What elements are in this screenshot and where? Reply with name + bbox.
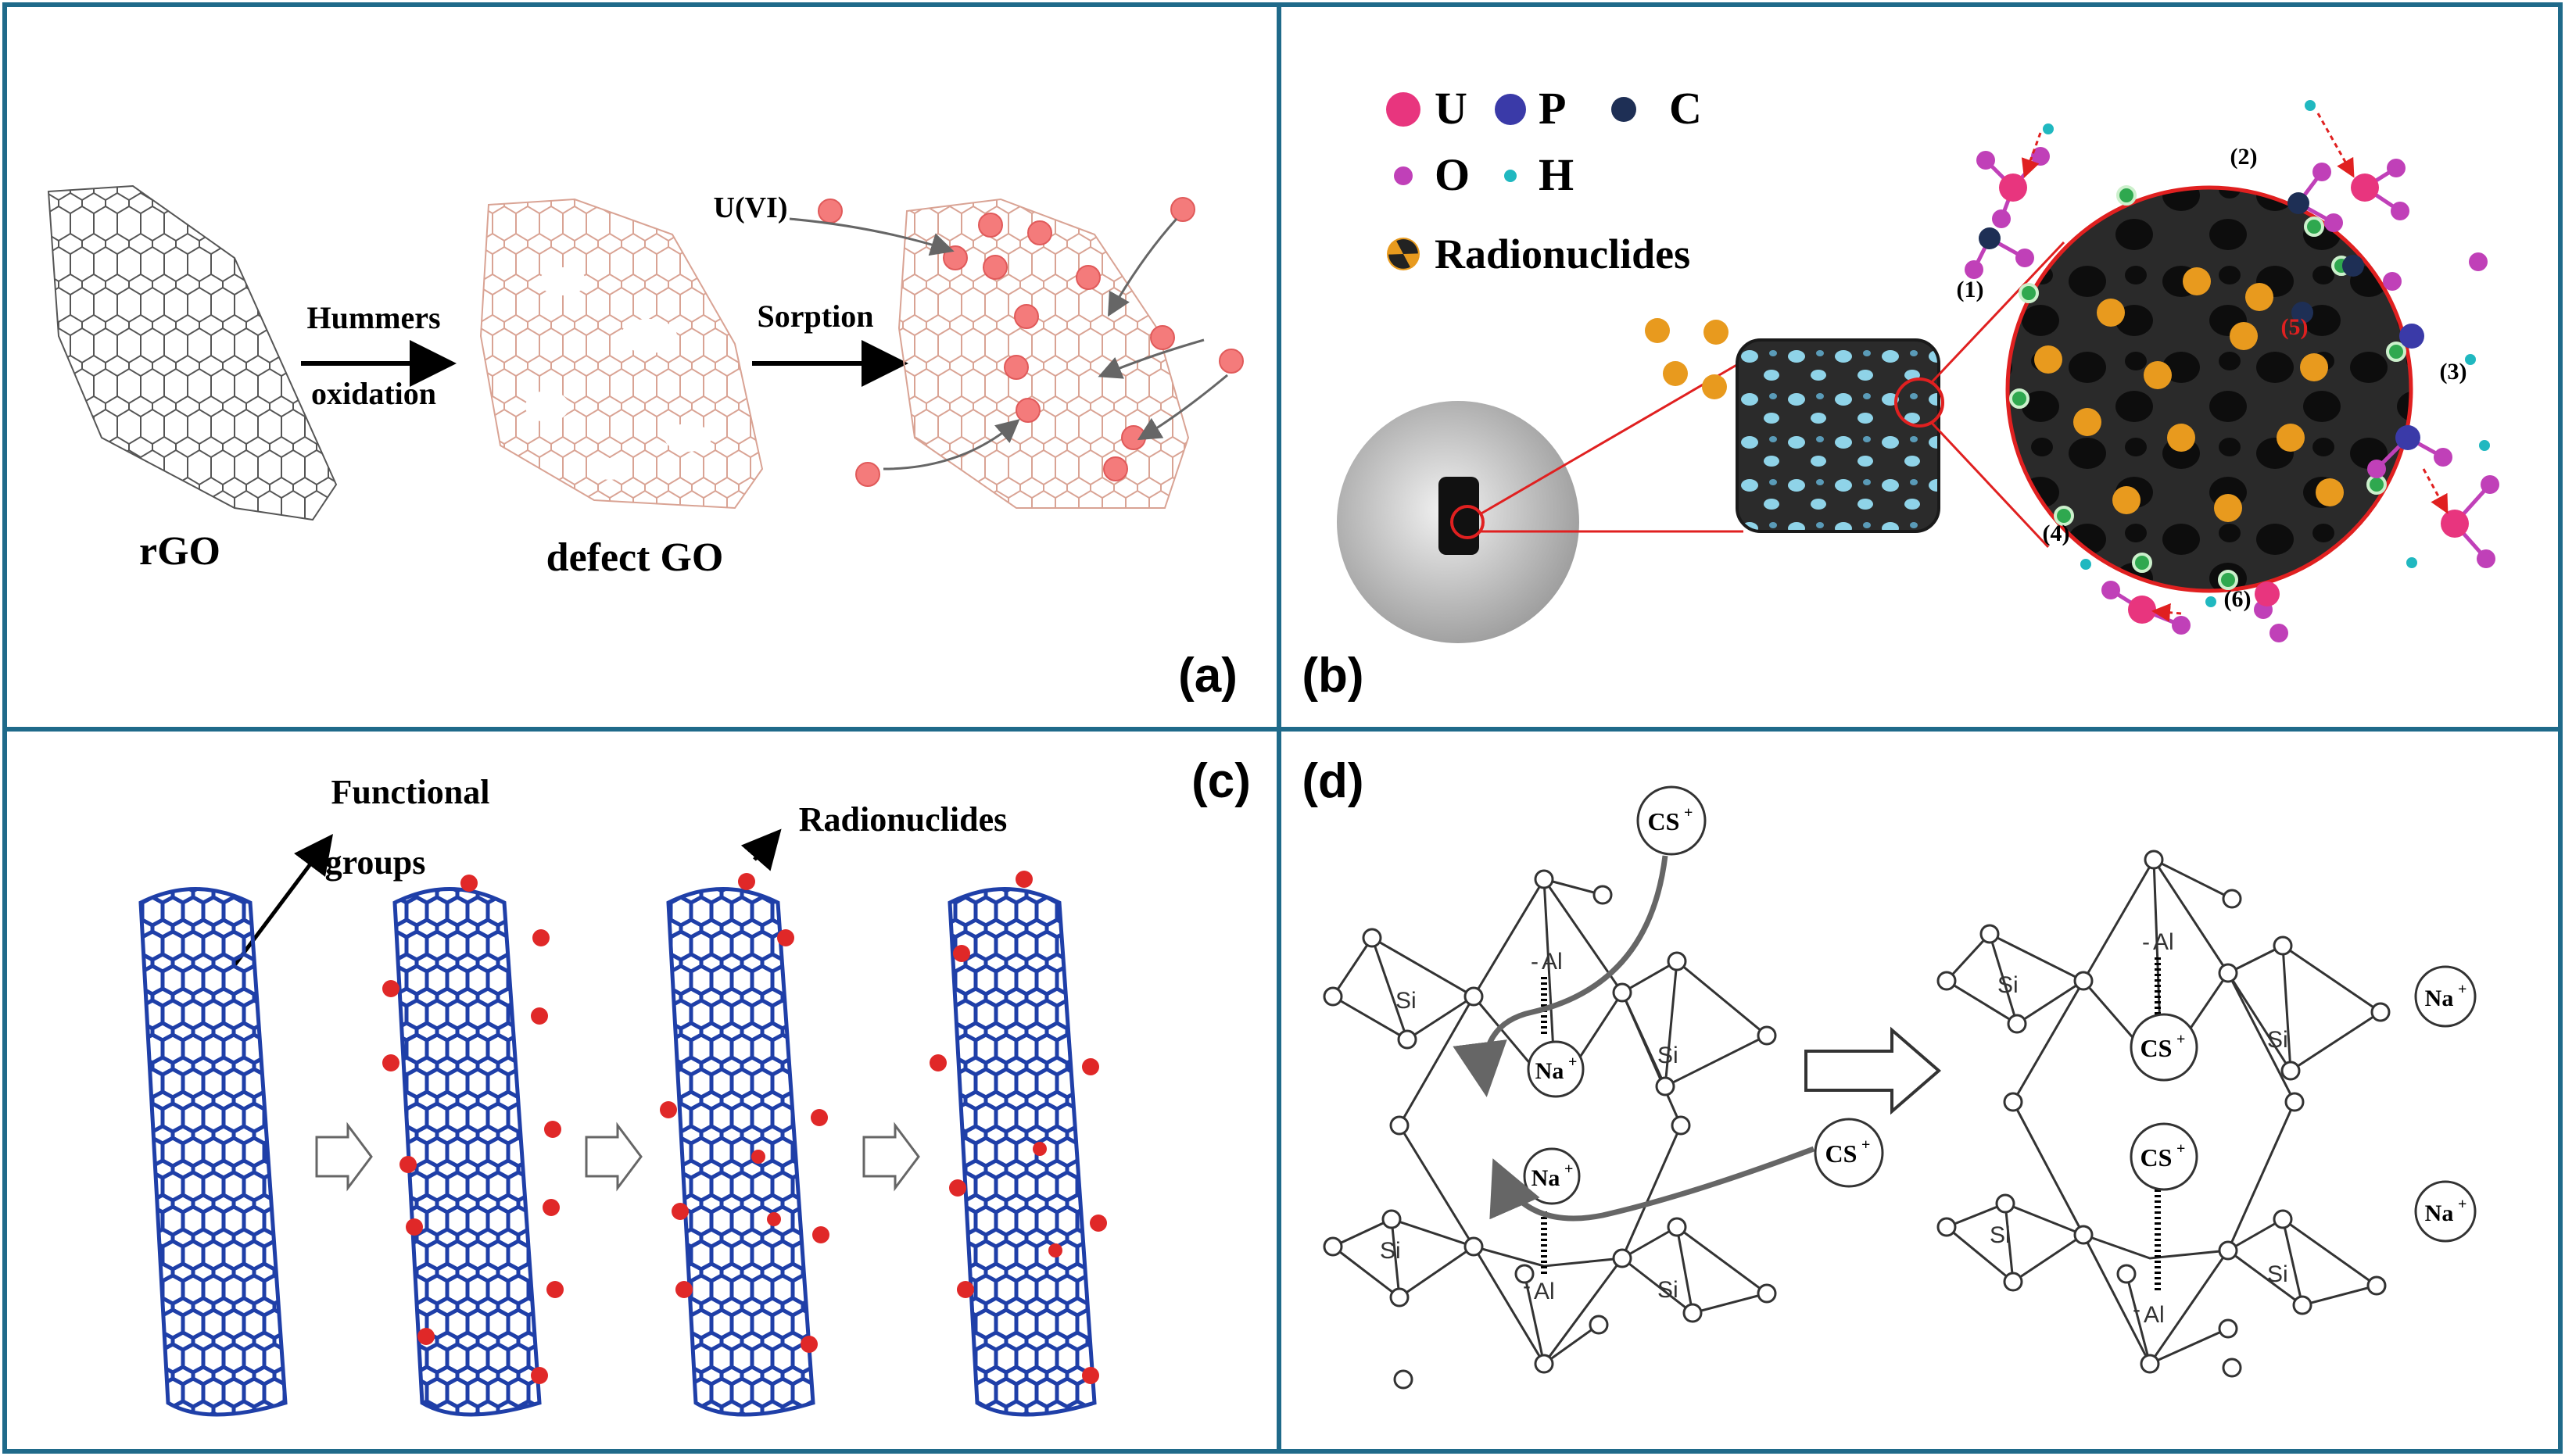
na-ion-upper: Na +	[1527, 1040, 1585, 1098]
svg-text:(5): (5)	[2281, 314, 2309, 340]
hummers-label: Hummers	[306, 300, 440, 335]
functional-groups-label-2: groups	[325, 843, 426, 882]
na-ion-released-upper: Na +	[2414, 965, 2477, 1028]
svg-text:-: -	[2142, 929, 2150, 955]
svg-text:Si: Si	[1657, 1043, 1678, 1068]
na-ion-lower: Na +	[1523, 1147, 1581, 1205]
sponge-cube	[1736, 338, 1940, 533]
svg-text:Na: Na	[2425, 986, 2454, 1011]
svg-text:Si: Si	[1990, 1222, 2011, 1248]
panel-b-tag: (b)	[1302, 649, 1363, 703]
binding-molecules	[1965, 100, 2499, 642]
svg-text:(3): (3)	[2440, 359, 2467, 385]
step-arrows-c	[315, 1122, 920, 1192]
cs-ion-bound-lower: CS +	[2130, 1122, 2198, 1191]
svg-text:CS: CS	[1648, 807, 1680, 835]
svg-text:(4): (4)	[2043, 521, 2070, 546]
svg-text:Al: Al	[1542, 949, 1563, 975]
sample-monolith	[1438, 477, 1479, 555]
svg-text:+: +	[2176, 1140, 2185, 1157]
svg-text:Al: Al	[1534, 1279, 1555, 1304]
panel-d: (d)	[1302, 754, 2477, 1390]
uvi-pointers	[789, 217, 1228, 470]
nanotube-4	[930, 871, 1107, 1417]
panel-a-tag: (a)	[1178, 649, 1238, 703]
functional-groups-label-1: Functional	[331, 773, 490, 811]
cs-ion-bound-upper: CS +	[2130, 1013, 2198, 1082]
rgo-label: rGO	[139, 529, 220, 574]
nanotube-1	[138, 887, 288, 1417]
defect-holes	[525, 267, 711, 480]
exchange-arrows	[1453, 855, 1815, 1222]
svg-text:Na: Na	[2425, 1200, 2454, 1226]
rgo-sheet	[47, 184, 338, 521]
svg-text:Si: Si	[2267, 1261, 2288, 1287]
svg-text:(2): (2)	[2230, 144, 2258, 170]
zeolite-right-labels: Si Si Si Si - Al - Al	[1990, 929, 2288, 1328]
svg-text:-: -	[1523, 1273, 1531, 1299]
legend-u: U	[1435, 83, 1467, 134]
svg-text:+: +	[2458, 1196, 2466, 1213]
panel-a: rGO Hummers oxidation defect GO Sorption	[47, 184, 1244, 703]
svg-text:Si: Si	[1395, 988, 1417, 1014]
zeolite-left-nodes	[1323, 869, 1777, 1390]
legend-radionuclides: Radionuclides	[1435, 231, 1690, 277]
svg-text:Si: Si	[1380, 1238, 1401, 1264]
svg-text:-: -	[2133, 1297, 2140, 1322]
legend-p: P	[1539, 83, 1566, 134]
cs-ion-top: CS +	[1636, 785, 1707, 856]
radionuclides-label-c: Radionuclides	[799, 800, 1008, 839]
svg-text:+: +	[2176, 1031, 2185, 1048]
legend-c: C	[1669, 83, 1702, 134]
svg-text:+: +	[1684, 804, 1693, 821]
uvi-atoms	[818, 197, 1244, 487]
svg-text:Na: Na	[1531, 1165, 1560, 1191]
na-ion-released-lower: Na +	[2414, 1180, 2477, 1243]
sorption-label: Sorption	[758, 299, 874, 334]
panel-c-tag: (c)	[1191, 754, 1251, 808]
svg-text:Si: Si	[1997, 972, 2019, 998]
transform-arrow	[1804, 1026, 1942, 1115]
nanotube-3	[660, 873, 829, 1417]
site-labels: (1) (2) (3) (4) (5) (6)	[1957, 144, 2467, 612]
svg-text:CS: CS	[1825, 1139, 1857, 1168]
svg-text:+: +	[2458, 981, 2466, 998]
oxidation-label: oxidation	[311, 376, 436, 411]
svg-text:Si: Si	[1657, 1277, 1678, 1303]
svg-text:+: +	[1568, 1054, 1577, 1071]
element-legend: U P C O H Radionuclides	[1386, 83, 1702, 277]
nanotube-2	[382, 875, 564, 1417]
svg-text:+: +	[1564, 1161, 1573, 1178]
panel-b: U P C O H Radionuclides	[1302, 83, 2499, 703]
svg-text:+: +	[1861, 1136, 1870, 1154]
radionuclide-icon	[1387, 238, 1420, 270]
floating-radionuclides	[1645, 318, 1729, 399]
svg-text:CS: CS	[2140, 1143, 2173, 1172]
uvi-label: U(VI)	[714, 191, 788, 224]
zoom-view	[2005, 185, 2413, 593]
svg-text:(6): (6)	[2224, 586, 2252, 612]
panel-c: Functional groups Radionuclides	[138, 754, 1251, 1417]
panel-d-tag: (d)	[1302, 754, 1363, 808]
uvi-sheet	[897, 198, 1190, 509]
cs-ion-right: CS +	[1814, 1118, 1884, 1188]
svg-text:-: -	[1531, 949, 1539, 975]
svg-text:(1): (1)	[1957, 277, 1984, 302]
svg-text:Al: Al	[2144, 1302, 2165, 1328]
zeolite-left-labels: Si Si Si Si - Al - Al	[1380, 949, 1678, 1304]
svg-text:CS: CS	[2140, 1034, 2173, 1062]
zeolite-right-nodes	[1936, 850, 2391, 1378]
legend-h: H	[1539, 149, 1574, 200]
svg-text:Si: Si	[2267, 1027, 2288, 1053]
svg-text:Al: Al	[2153, 929, 2174, 955]
legend-o: O	[1435, 149, 1470, 200]
defect-go-label: defect GO	[546, 535, 724, 580]
svg-text:Na: Na	[1535, 1058, 1564, 1084]
